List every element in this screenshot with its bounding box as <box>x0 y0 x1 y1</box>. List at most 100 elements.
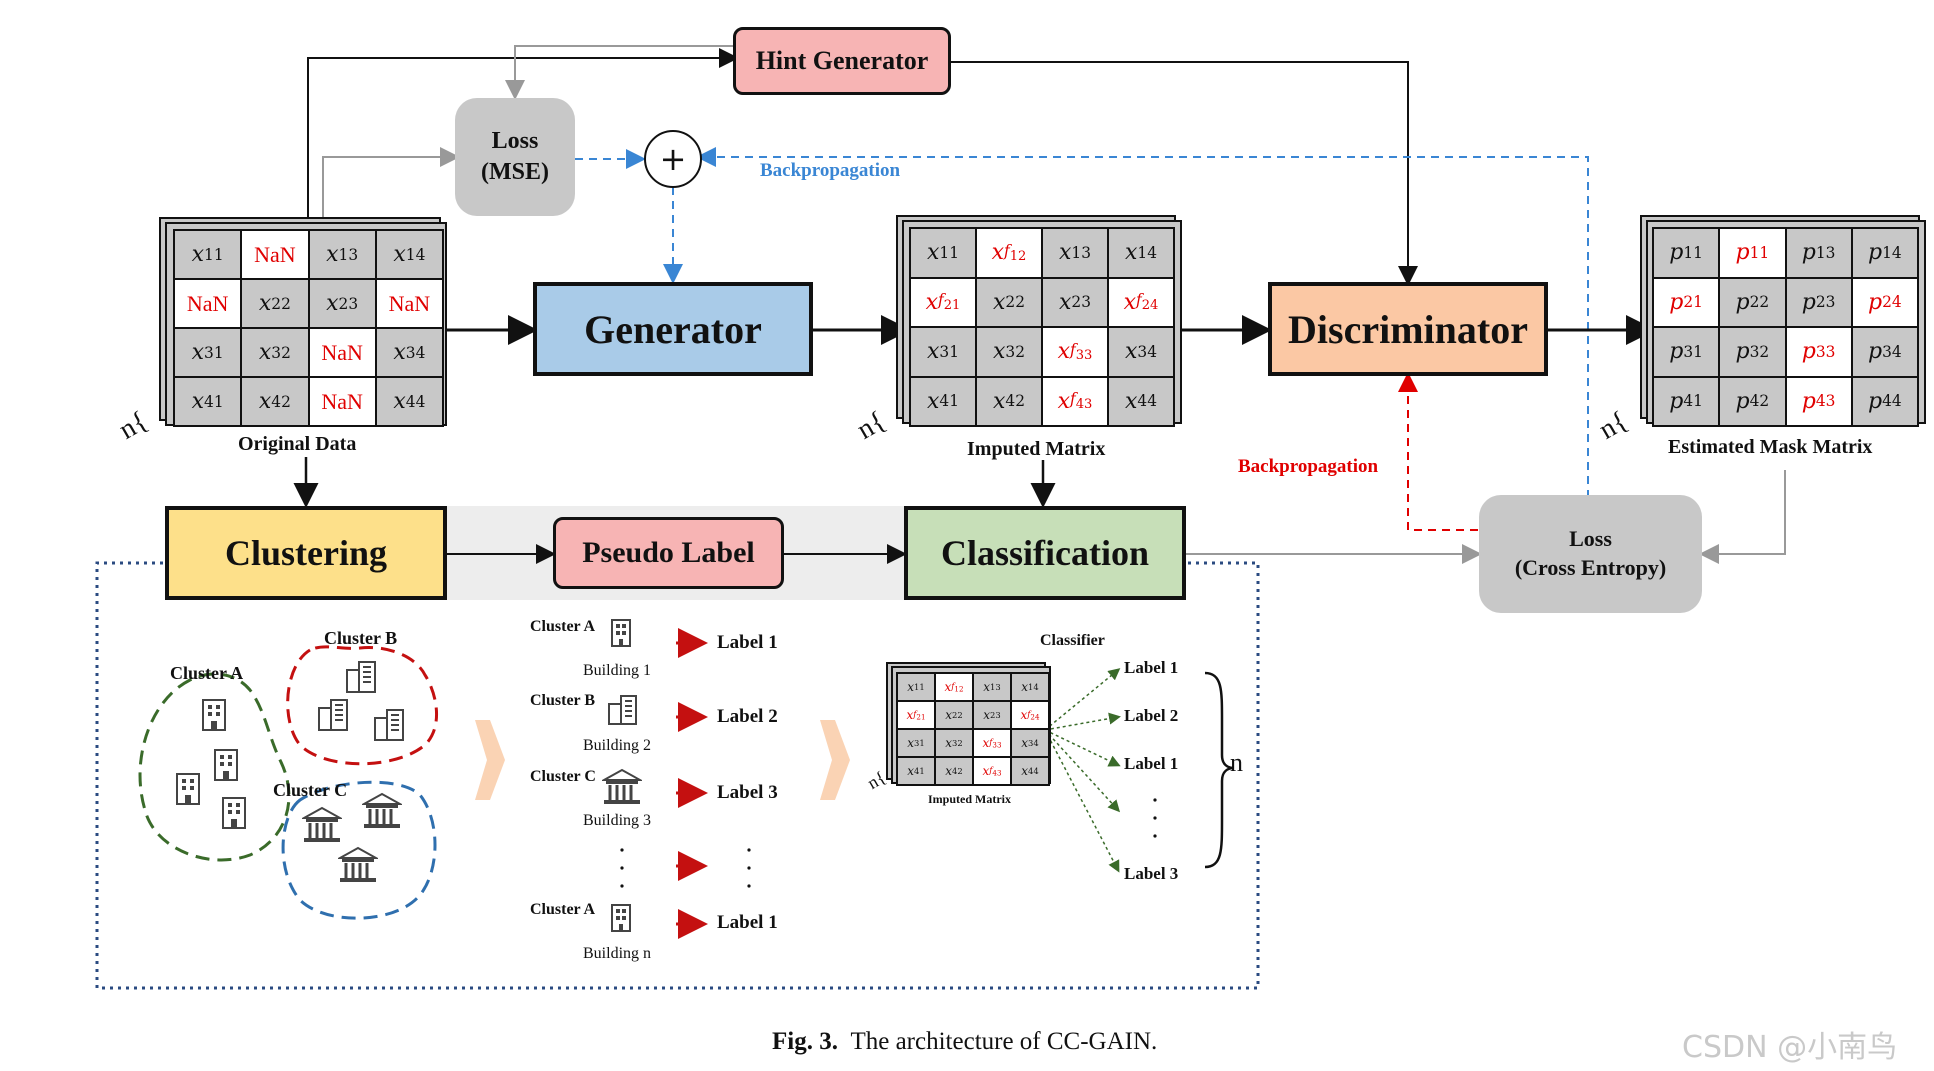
original-cell-12: NaN <box>242 231 308 278</box>
figure-caption-prefix: Fig. 3. <box>772 1028 838 1055</box>
data-to-hint-arrow <box>307 48 739 225</box>
cluster-a-region <box>138 672 291 862</box>
classical-building-icon <box>302 806 342 842</box>
hint-generator-label: Hint Generator <box>755 46 929 75</box>
clustering-detail-frame <box>95 561 1260 990</box>
pseudo-label-label: Pseudo Label <box>582 536 755 569</box>
pseudo-row-1-cluster: Cluster A <box>530 618 596 635</box>
pseudo-row-4-building: Building n <box>583 945 652 962</box>
data-to-loss-arrow <box>322 147 460 225</box>
backprop-red-label: Backpropagation <box>1238 456 1379 477</box>
classifier-brace <box>1204 671 1235 869</box>
pseudo-row-3-building: Building 3 <box>583 812 652 829</box>
mask-matrix-caption: Estimated Mask Matrix <box>1668 436 1873 458</box>
hint-generator-box: Hint Generator <box>733 27 951 95</box>
skyscraper-icon <box>346 661 376 693</box>
classifier-output-3: Label 1 <box>1124 754 1179 773</box>
office-building-icon <box>214 749 238 781</box>
generator-label: Generator <box>584 306 762 352</box>
original-cell-33: NaN <box>309 329 375 376</box>
hint-to-loss-arrow <box>505 45 735 100</box>
original-data-caption: Original Data <box>238 433 357 455</box>
classification-label: Classification <box>940 533 1149 573</box>
cluster-b-label: Cluster B <box>324 628 398 648</box>
loss-mse-box: Loss (MSE) <box>455 98 575 216</box>
sum-node <box>644 130 702 188</box>
pseudo-row-2-cluster: Cluster B <box>530 692 596 709</box>
pseudo-row-2-building: Building 2 <box>583 737 652 754</box>
pseudo-row-1-label: Label 1 <box>717 632 778 653</box>
loss-ce-line2: (Cross Entropy) <box>1514 555 1667 580</box>
discriminator-box: Discriminator <box>1268 282 1548 376</box>
office-building-icon <box>202 699 226 731</box>
skyscraper-icon <box>608 695 637 725</box>
cluster-b-region <box>286 645 439 766</box>
pseudo-row-4-cluster: Cluster A <box>530 901 596 918</box>
cluster-c-label: Cluster C <box>273 780 348 800</box>
clustering-box: Clustering <box>165 506 447 600</box>
cluster-c-region <box>281 780 437 920</box>
loss-ce-box: Loss (Cross Entropy) <box>1479 495 1702 613</box>
figure-caption: Fig. 3. The architecture of CC-GAIN. <box>772 1028 1157 1056</box>
pseudo-row-1-building: Building 1 <box>583 662 652 679</box>
classifier-output-2: Label 2 <box>1124 706 1179 725</box>
classifier-output-4: Label 3 <box>1124 864 1179 883</box>
pseudo-ellipsis <box>620 798 1157 888</box>
pseudo-row-2-label: Label 2 <box>717 706 778 727</box>
classifier-arrows <box>1044 668 1121 873</box>
office-building-icon <box>611 619 631 647</box>
csdn-watermark: CSDN @小南鸟 <box>1682 1030 1898 1065</box>
backprop-blue-label: Backpropagation <box>760 160 901 181</box>
office-building-icon <box>222 797 246 829</box>
classical-building-icon <box>602 768 642 804</box>
classifier-matrix-caption: Imputed Matrix <box>928 792 1011 806</box>
pseudo-row-3-cluster: Cluster C <box>530 768 596 785</box>
classical-building-icon <box>338 846 378 882</box>
classifier-title: Classifier <box>1040 632 1105 649</box>
